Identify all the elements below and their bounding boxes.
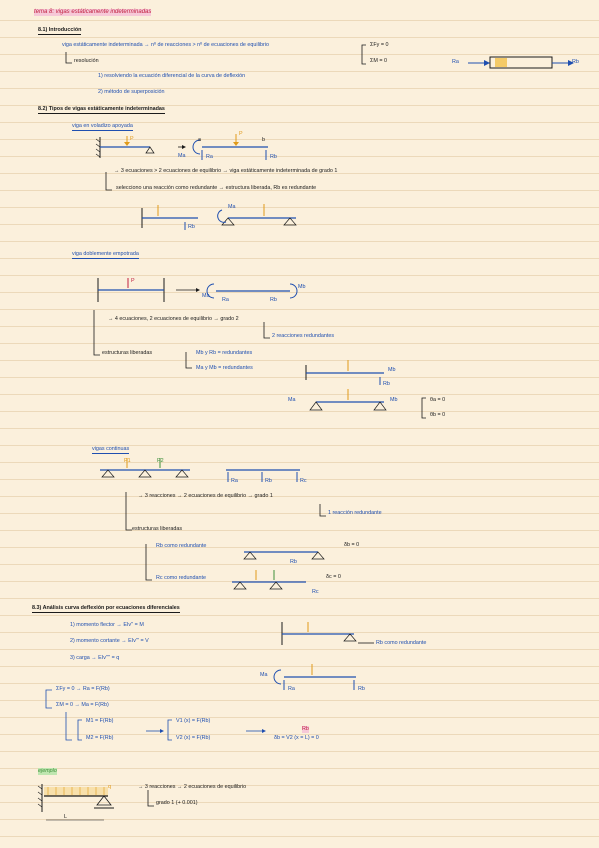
continuous-redundant: 1 reacción redundante bbox=[328, 510, 382, 516]
continuous-beam-title: vigas continuas bbox=[92, 446, 130, 454]
bar-label-right: Rb bbox=[572, 59, 579, 65]
method-2: 2) método de superposición bbox=[98, 89, 165, 95]
label-ra-3: Ra bbox=[222, 297, 229, 303]
section-8-1-heading: 8.1) Introducción bbox=[38, 27, 82, 35]
condition-delta-c: δc = 0 bbox=[326, 574, 341, 580]
method-1: 1) resolviendo la ecuación diferencial d… bbox=[98, 73, 246, 79]
equilibrium-eq-1: ΣFy = 0 bbox=[370, 42, 389, 48]
label-ma-4: Ma bbox=[288, 397, 296, 403]
example-label: ejemplo bbox=[38, 768, 57, 775]
label-ra-7: Ra bbox=[288, 686, 295, 692]
label-rb-1: Rb bbox=[270, 154, 277, 160]
load-p2-1: P2 bbox=[157, 458, 164, 464]
equilibrium-eq-2: ΣM = 0 bbox=[370, 58, 387, 64]
bar-label-left: Ra bbox=[452, 59, 459, 65]
continuous-option-rc: Rc como redundante bbox=[156, 575, 207, 581]
continuous-beam bbox=[100, 458, 326, 590]
equilibrium-m: ΣM = 0 → Ma = F(Rb) bbox=[56, 702, 109, 708]
redundant-note: Rb como redundante bbox=[376, 640, 427, 646]
page-title: tema 8: vigas estáticamente indeterminad… bbox=[34, 9, 152, 16]
label-rb-6: Rb bbox=[290, 559, 297, 565]
label-mb-3: Mb bbox=[298, 284, 306, 290]
doubly-fixed-option-2: Ma y Mb = redundantes bbox=[196, 365, 253, 371]
label-ma-2: Ma bbox=[228, 204, 236, 210]
doubly-fixed-released: estructuras liberadas bbox=[102, 350, 153, 356]
relation-shear: 2) momento cortante → EIv''' = V bbox=[70, 638, 149, 644]
label-b: b bbox=[262, 137, 265, 143]
moment-m1: M1 = F(Rb) bbox=[86, 718, 114, 724]
condition-theta-b: θb = 0 bbox=[430, 412, 446, 418]
equilibrium-fy: ΣFy = 0 → Ra = F(Rb) bbox=[56, 686, 110, 692]
moment-m2: M2 = F(Rb) bbox=[86, 735, 114, 741]
cantilever-propped-beam bbox=[95, 134, 297, 230]
label-rc-6: Rc bbox=[312, 589, 319, 595]
example-eq-line: → 3 reacciones → 2 ecuaciones de equilib… bbox=[138, 784, 247, 790]
deflection-v1: V1 (x) = F(Rb) bbox=[176, 718, 211, 724]
continuous-released: estructuras liberadas bbox=[132, 526, 183, 532]
continuous-option-rb: Rb como redundante bbox=[156, 543, 207, 549]
label-ma-1: Ma bbox=[178, 153, 186, 159]
condition-theta-a: θa = 0 bbox=[430, 397, 446, 403]
label-rc-5: Rc bbox=[300, 478, 307, 484]
doubly-fixed-option-1: Mb y Rb = redundantes bbox=[196, 350, 253, 356]
label-ra-5: Ra bbox=[231, 478, 238, 484]
example-load-q: q bbox=[108, 784, 111, 790]
label-rb-4: Rb bbox=[383, 381, 390, 387]
example-length-label: L bbox=[64, 814, 67, 820]
label-mb-4: Mb bbox=[388, 367, 396, 373]
doubly-fixed-beam bbox=[93, 278, 426, 419]
propped-cantilever-title: viga en voladizo apoyada bbox=[72, 123, 133, 131]
label-mb-5: Mb bbox=[390, 397, 398, 403]
label-ma-3: Ma bbox=[202, 293, 210, 299]
example-beam bbox=[37, 784, 154, 821]
label-rb-5: Rb bbox=[265, 478, 272, 484]
resolution-label: resolución bbox=[74, 58, 99, 64]
label-a: a bbox=[198, 137, 201, 143]
load-p1-1: P1 bbox=[124, 458, 131, 464]
deflection-condition: δb = V2 (x = L) = 0 bbox=[274, 735, 319, 741]
load-p-1: P bbox=[130, 136, 134, 142]
label-rb-2: Rb bbox=[188, 224, 195, 230]
continuous-eq-line: → 3 reacciones → 2 ecuaciones de equilib… bbox=[138, 493, 273, 499]
intro-definition: viga estáticamente indeterminada → nº de… bbox=[62, 42, 269, 48]
rb-result: Rb bbox=[302, 726, 309, 733]
label-ra-1: Ra bbox=[206, 154, 213, 160]
label-rb-3: Rb bbox=[270, 297, 277, 303]
propped-eq-line: → 3 ecuaciones > 2 ecuaciones de equilib… bbox=[114, 168, 338, 174]
section-8-3-heading: 8.3) Análisis curva deflexión por ecuaci… bbox=[32, 605, 180, 613]
label-ma-7: Ma bbox=[260, 672, 268, 678]
label-rb-7: Rb bbox=[358, 686, 365, 692]
doubly-fixed-redundants: 2 reacciones redundantes bbox=[272, 333, 335, 339]
section-8-2-heading: 8.2) Tipos de vigas estáticamente indete… bbox=[38, 106, 165, 114]
example-degree: grado 1 (+ 0.001) bbox=[156, 800, 198, 806]
propped-release-line: selecciono una reacción como redundante … bbox=[116, 185, 317, 191]
bar-diagram bbox=[468, 56, 574, 69]
relation-load: 3) carga → EIv'''' = q bbox=[70, 655, 120, 661]
doubly-fixed-eq-line: → 4 ecuaciones, 2 ecuaciones de equilibr… bbox=[108, 316, 239, 322]
relation-moment: 1) momento flector → EIv'' = M bbox=[70, 622, 144, 628]
deflection-beam bbox=[45, 622, 374, 741]
deflection-v2: V2 (x) = F(Rb) bbox=[176, 735, 211, 741]
condition-delta-b: δb = 0 bbox=[344, 542, 360, 548]
doubly-fixed-title: viga doblemente empotrada bbox=[72, 251, 139, 259]
load-p-3: P bbox=[131, 278, 135, 284]
load-p-2: P bbox=[239, 131, 243, 137]
